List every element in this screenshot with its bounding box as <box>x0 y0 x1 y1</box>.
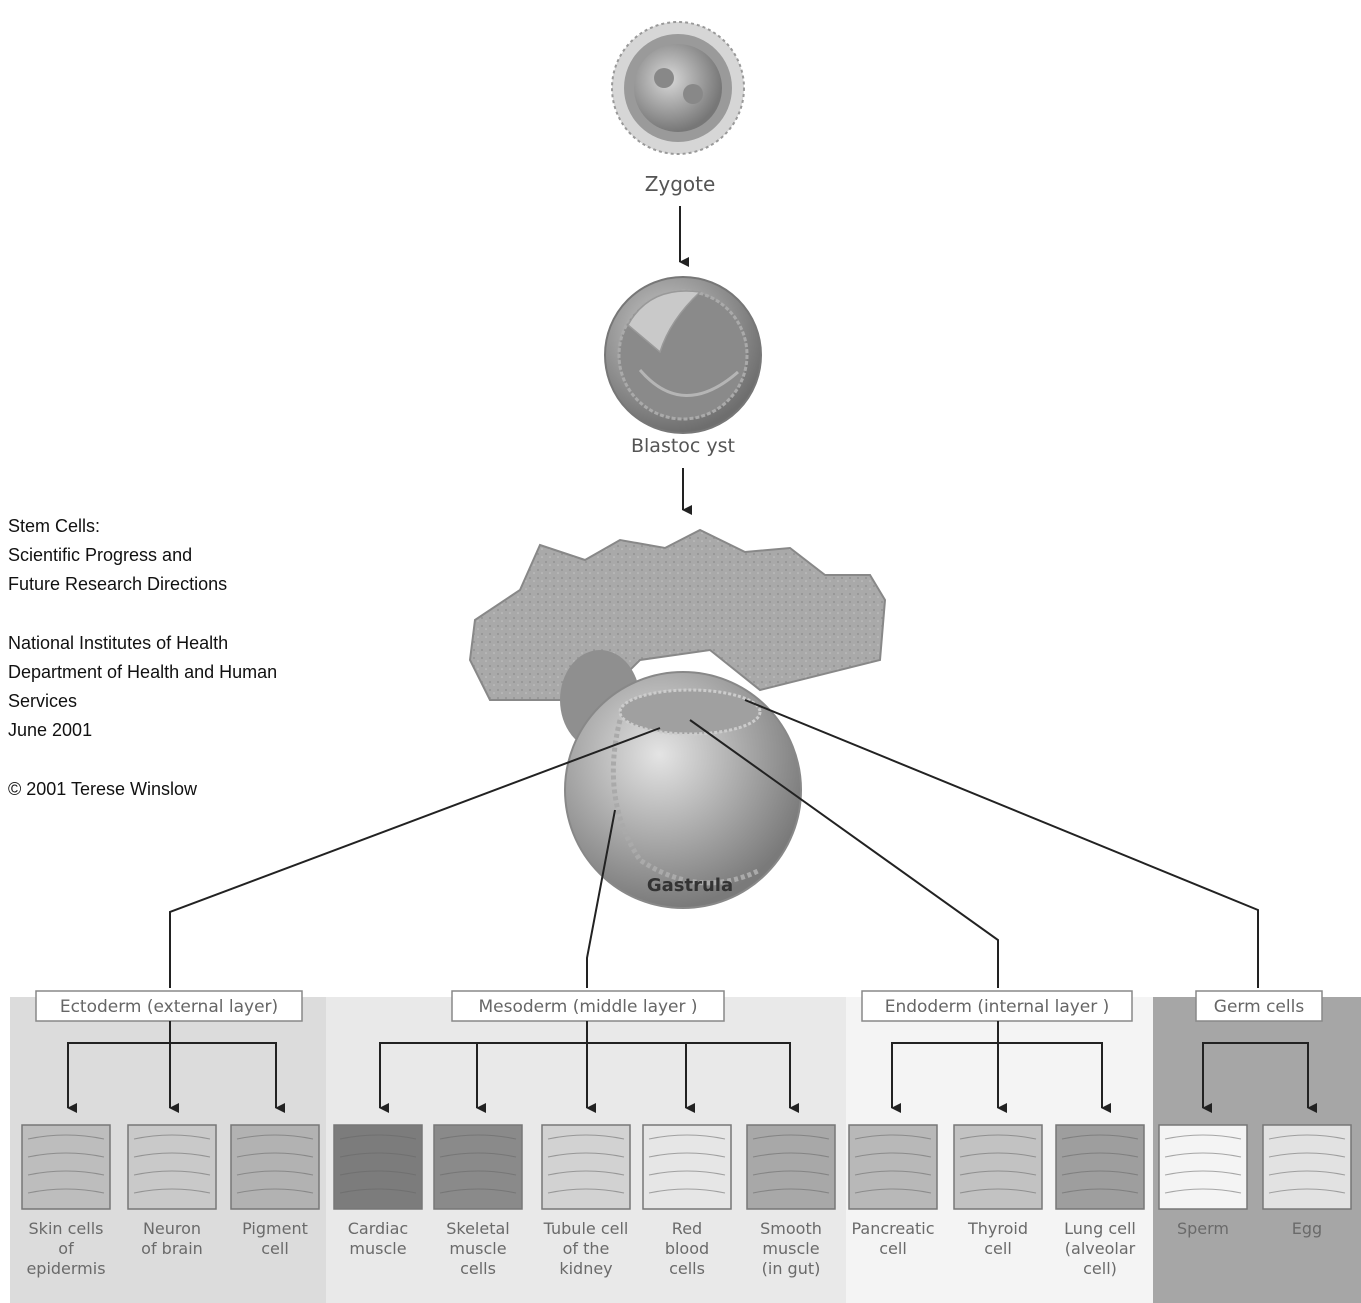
cell-label: Tubule cell <box>543 1219 629 1238</box>
cell-thumbnail <box>434 1125 522 1209</box>
mesoderm-header: Mesoderm (middle layer ) <box>452 991 724 1021</box>
cell-thumbnail <box>849 1125 937 1209</box>
cell-thumbnail <box>231 1125 319 1209</box>
cell-label: cell) <box>1083 1259 1117 1278</box>
cell-label: of the <box>563 1239 610 1258</box>
blastocyst-label: Blastoc yst <box>631 435 735 457</box>
cell-thumbnail <box>954 1125 1042 1209</box>
cell-label: Smooth <box>760 1219 822 1238</box>
cell-label: Skin cells <box>29 1219 104 1238</box>
cell-label: Thyroid <box>967 1219 1028 1238</box>
cell-label: Egg <box>1292 1219 1322 1238</box>
cell-label: (alveolar <box>1065 1239 1136 1258</box>
zygote-illustration <box>612 22 744 154</box>
cell-thumbnail <box>1159 1125 1247 1209</box>
cell-label: Pigment <box>242 1219 308 1238</box>
cell-label: cell <box>261 1239 289 1258</box>
cell-label: cell <box>984 1239 1012 1258</box>
cell-label: Sperm <box>1177 1219 1229 1238</box>
germ-header-text: Germ cells <box>1214 997 1305 1017</box>
cell-thumbnail <box>22 1125 110 1209</box>
cell-label: cell <box>879 1239 907 1258</box>
cell-thumbnail <box>1056 1125 1144 1209</box>
cell-thumbnail <box>542 1125 630 1209</box>
cell-label: Cardiac <box>348 1219 408 1238</box>
cell-label: Pancreatic <box>851 1219 934 1238</box>
ectoderm-header: Ectoderm (external layer) <box>36 991 302 1021</box>
gastrula-label: Gastrula <box>647 875 733 896</box>
gastrula-illustration <box>470 530 885 908</box>
cell-label: of brain <box>141 1239 203 1258</box>
cell-label: Red <box>672 1219 702 1238</box>
cell-label: Lung cell <box>1064 1219 1136 1238</box>
cell-label: muscle <box>449 1239 506 1258</box>
cell-thumbnail <box>1263 1125 1351 1209</box>
germ-header: Germ cells <box>1196 991 1322 1021</box>
cell-label: Neuron <box>143 1219 201 1238</box>
mesoderm-header-text: Mesoderm (middle layer ) <box>478 997 697 1017</box>
cell-label: blood <box>665 1239 709 1258</box>
cell-label: muscle <box>349 1239 406 1258</box>
cell-label: (in gut) <box>762 1259 821 1278</box>
cell-label: of <box>58 1239 74 1258</box>
cell-label: Skeletal <box>446 1219 510 1238</box>
endoderm-header: Endoderm (internal layer ) <box>862 991 1132 1021</box>
zygote-label: Zygote <box>645 172 716 196</box>
cell-thumbnail <box>128 1125 216 1209</box>
ectoderm-header-text: Ectoderm (external layer) <box>60 997 278 1017</box>
cell-label: muscle <box>762 1239 819 1258</box>
endoderm-header-text: Endoderm (internal layer ) <box>885 997 1110 1017</box>
cell-label: cells <box>460 1259 496 1278</box>
cell-thumbnail <box>643 1125 731 1209</box>
line-to-germ-cells <box>745 700 1258 988</box>
cell-thumbnail <box>334 1125 422 1209</box>
cell-label: epidermis <box>26 1259 105 1278</box>
cell-label: kidney <box>559 1259 612 1278</box>
blastocyst-illustration <box>605 277 761 433</box>
cell-thumbnail <box>747 1125 835 1209</box>
cell-label: cells <box>669 1259 705 1278</box>
